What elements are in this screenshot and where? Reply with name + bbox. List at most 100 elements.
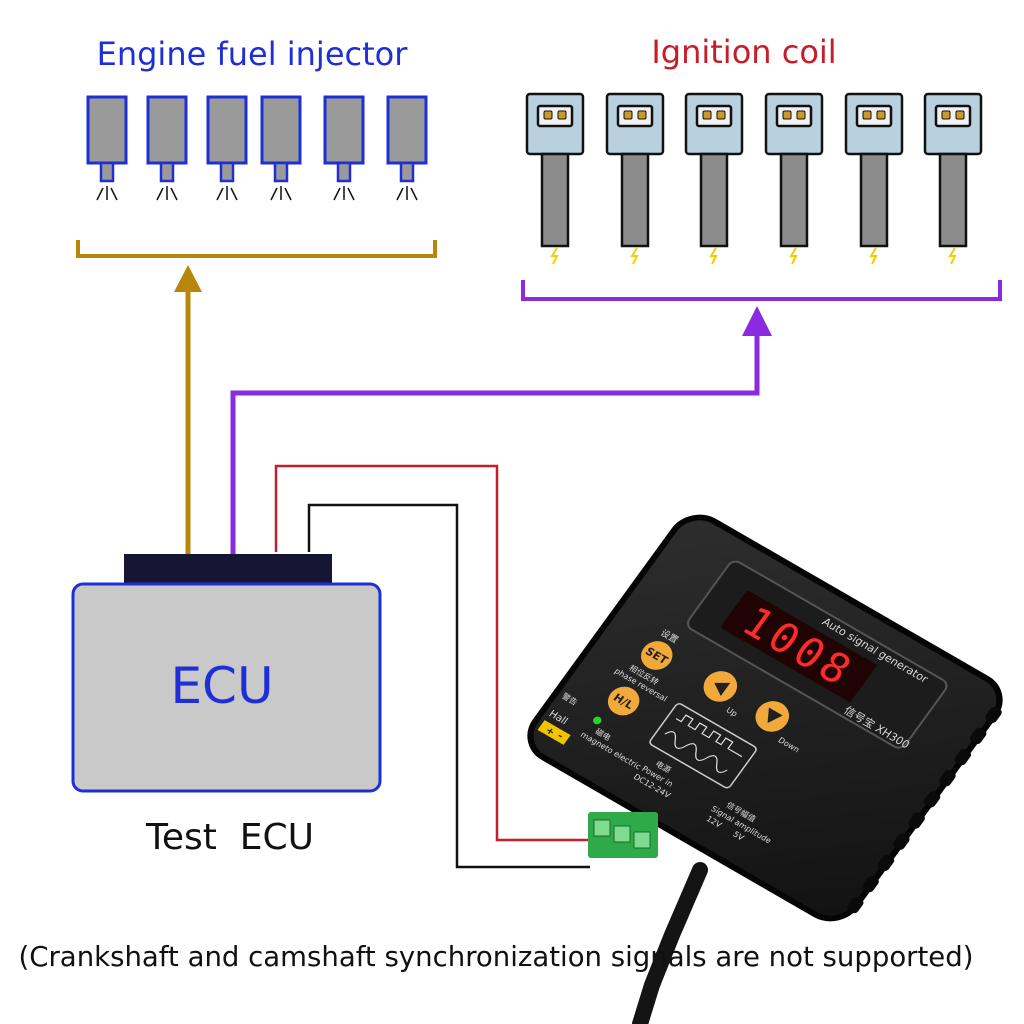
coil-pin [876, 110, 886, 120]
terminal-polarity-badge [537, 720, 571, 745]
ignition-coil [605, 92, 665, 265]
spark-icon [869, 247, 878, 265]
coil-pin [862, 110, 872, 120]
coil-boot [540, 152, 570, 248]
injector-body [323, 95, 365, 165]
status-led [593, 716, 602, 725]
fuel-injector [260, 95, 302, 201]
injector-nozzle [159, 161, 175, 183]
hl-button[interactable] [602, 681, 646, 720]
coil-connector [536, 104, 574, 128]
ecu-box [71, 582, 382, 793]
coil-boot [859, 152, 889, 248]
injector-group-bracket [76, 240, 437, 258]
injector-nozzle [399, 161, 415, 183]
fuel-spray-icon [333, 186, 355, 201]
spark-icon [709, 247, 718, 265]
ecu-connector [124, 554, 332, 586]
injector-nozzle [273, 161, 289, 183]
coil-connector [855, 104, 893, 128]
terminal-block[interactable] [588, 812, 658, 858]
fuel-injector [86, 95, 128, 201]
fuel-spray-icon [156, 186, 178, 201]
fuel-injector-row [86, 95, 428, 201]
injector-nozzle [219, 161, 235, 183]
grip-rib [846, 897, 864, 914]
down-arrow-icon [767, 707, 783, 723]
injector-group-title: Engine fuel injector [97, 35, 409, 73]
coil-pin [543, 110, 553, 120]
signal-generator-device: Auto signal generator 1008 信号宝 XH300 设置 … [527, 514, 1003, 922]
injector-body [86, 95, 128, 165]
terminal-screw-3[interactable] [633, 831, 651, 849]
injector-body [260, 95, 302, 165]
coil-pin [702, 110, 712, 120]
injector-body [386, 95, 428, 165]
square-wave-icon [675, 714, 743, 758]
fuel-injector [386, 95, 428, 201]
fuel-injector [323, 95, 365, 201]
fuel-injector [206, 95, 248, 201]
set-button[interactable] [635, 636, 679, 675]
fuel-spray-icon [270, 186, 292, 201]
grip-rib [908, 812, 925, 829]
coil-signal-wire [230, 330, 760, 555]
injector-body [146, 95, 188, 165]
ignition-coil [525, 92, 585, 265]
injector-nozzle [99, 161, 115, 183]
coil-boot [938, 152, 968, 248]
coil-pin [782, 110, 792, 120]
ignition-coil [844, 92, 904, 265]
spark-icon [550, 247, 559, 265]
grip-rib [985, 706, 1002, 723]
grip-rib [893, 833, 910, 850]
coil-group-title: Ignition coil [651, 33, 836, 71]
waveform-panel [649, 703, 757, 789]
coil-connector [616, 104, 654, 128]
ecu-caption: Test ECU [145, 817, 314, 858]
red-signal-wire [274, 464, 590, 842]
coil-boot [779, 152, 809, 248]
device-grip-ribs [846, 706, 1002, 914]
coil-pin [716, 110, 726, 120]
fuel-injector [146, 95, 188, 201]
ecu-label: ECU [170, 657, 273, 715]
terminal-minus-label: - [555, 731, 565, 742]
grip-rib [954, 749, 972, 766]
device-power-cable [632, 862, 708, 1024]
grip-rib [923, 791, 941, 808]
coil-pin [955, 110, 965, 120]
coil-pin [796, 110, 806, 120]
injector-arrowhead [174, 265, 202, 292]
terminal-screw-2[interactable] [613, 825, 631, 843]
fuel-spray-icon [96, 186, 118, 201]
terminal-screw-1[interactable] [593, 819, 611, 837]
grip-rib [939, 770, 956, 787]
ignition-coil-row [525, 92, 983, 265]
device-led-display [720, 590, 878, 703]
coil-pin [637, 110, 647, 120]
coil-connector [934, 104, 972, 128]
coil-pin [941, 110, 951, 120]
coil-pin [623, 110, 633, 120]
spark-icon [948, 247, 957, 265]
ignition-coil [684, 92, 744, 265]
fuel-spray-icon [396, 186, 418, 201]
coil-pin [557, 110, 567, 120]
up-arrow-icon [714, 682, 731, 696]
fuel-spray-icon [216, 186, 238, 201]
coil-boot [620, 152, 650, 248]
spark-icon [789, 247, 798, 265]
ignition-coil [923, 92, 983, 265]
black-signal-wire [307, 503, 590, 869]
coil-boot [699, 152, 729, 248]
coil-connector [695, 104, 733, 128]
ignition-coil [764, 92, 824, 265]
grip-rib [862, 875, 879, 893]
footnote: (Crankshaft and camshaft synchronization… [19, 940, 974, 973]
coil-group-bracket [521, 280, 1002, 301]
injector-nozzle [336, 161, 352, 183]
coil-connector [775, 104, 813, 128]
